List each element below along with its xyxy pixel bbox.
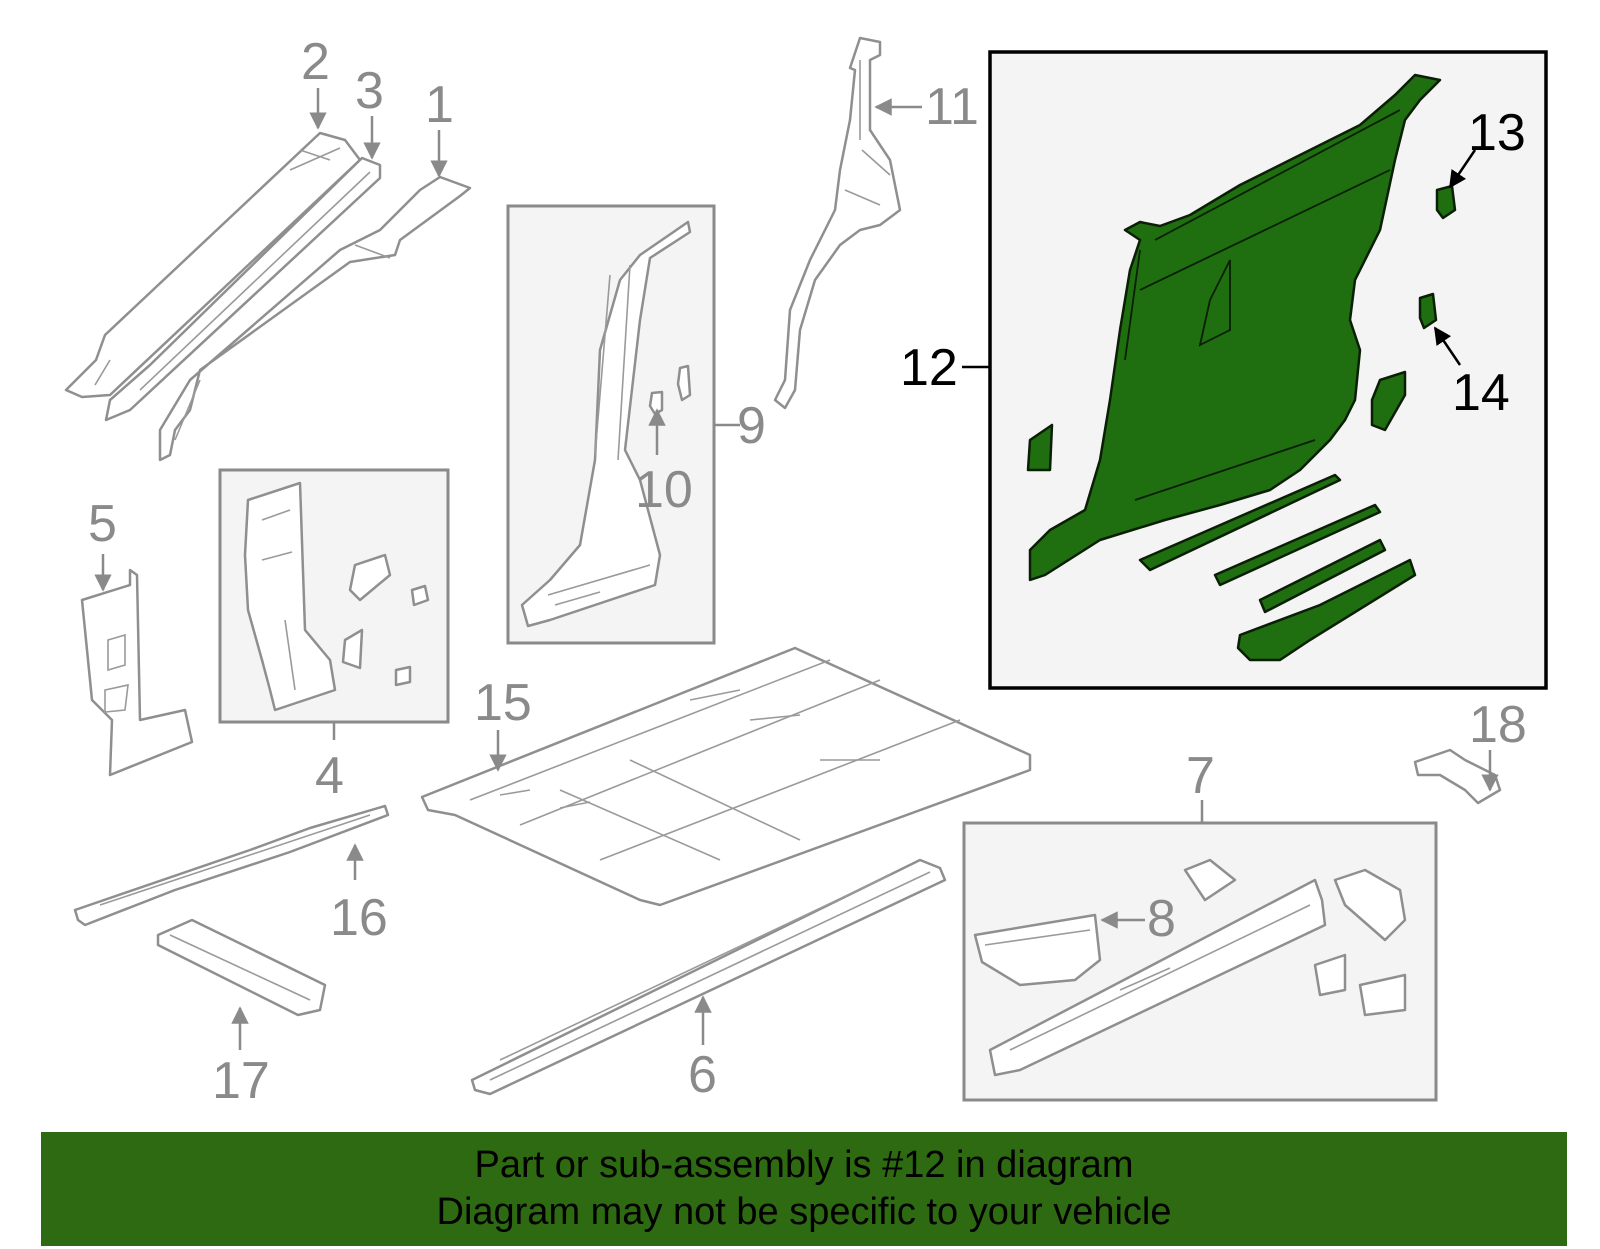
part-8-bracket [973,913,1102,987]
part-5-pillar-trim [80,568,194,777]
callout-16: 16 [330,889,388,947]
callout-7: 7 [1186,747,1215,805]
callout-14: 14 [1452,364,1510,422]
part-12-side-panel-highlighted [1026,73,1442,662]
part-4-pillar-assembly [243,481,430,712]
callout-15: 15 [474,674,532,732]
part-7-rocker-reinforcement [988,858,1407,1077]
part-18-wheelhouse-piece [1413,748,1502,805]
part-9-b-pillar [520,220,692,628]
callout-3: 3 [355,62,384,120]
callout-10: 10 [635,461,693,519]
banner-line-2: Diagram may not be specific to your vehi… [436,1191,1172,1233]
part-1-roof-rail-reinforcement [158,175,472,462]
part-14-clip-highlighted [1418,292,1438,330]
callout-12: 12 [900,339,958,397]
part-17-crossmember [156,918,327,1017]
callout-9: 9 [737,397,766,455]
callout-1: 1 [425,76,454,134]
callout-2: 2 [301,33,330,91]
part-3-roof-rail-inner [104,156,382,422]
leader-13 [1448,149,1477,189]
banner-line-1: Part or sub-assembly is #12 in diagram [474,1144,1134,1186]
part-16-floor-rail [73,804,390,927]
part-6-rocker-panel [470,858,947,1096]
callout-5: 5 [88,495,117,553]
info-banner: Part or sub-assembly is #12 in diagram D… [41,1132,1567,1246]
part-2-roof-rail [64,131,362,399]
callout-17: 17 [212,1052,270,1110]
callout-11: 11 [925,78,979,136]
part-11-pillar [773,36,902,410]
part-13-clip-highlighted [1435,184,1457,220]
callout-4: 4 [315,747,344,805]
leader-14 [1433,326,1462,366]
callout-8: 8 [1147,890,1176,948]
callout-13: 13 [1468,104,1526,162]
part-15-floor-pan [420,646,1032,907]
callout-6: 6 [688,1046,717,1104]
callout-18: 18 [1469,696,1527,754]
